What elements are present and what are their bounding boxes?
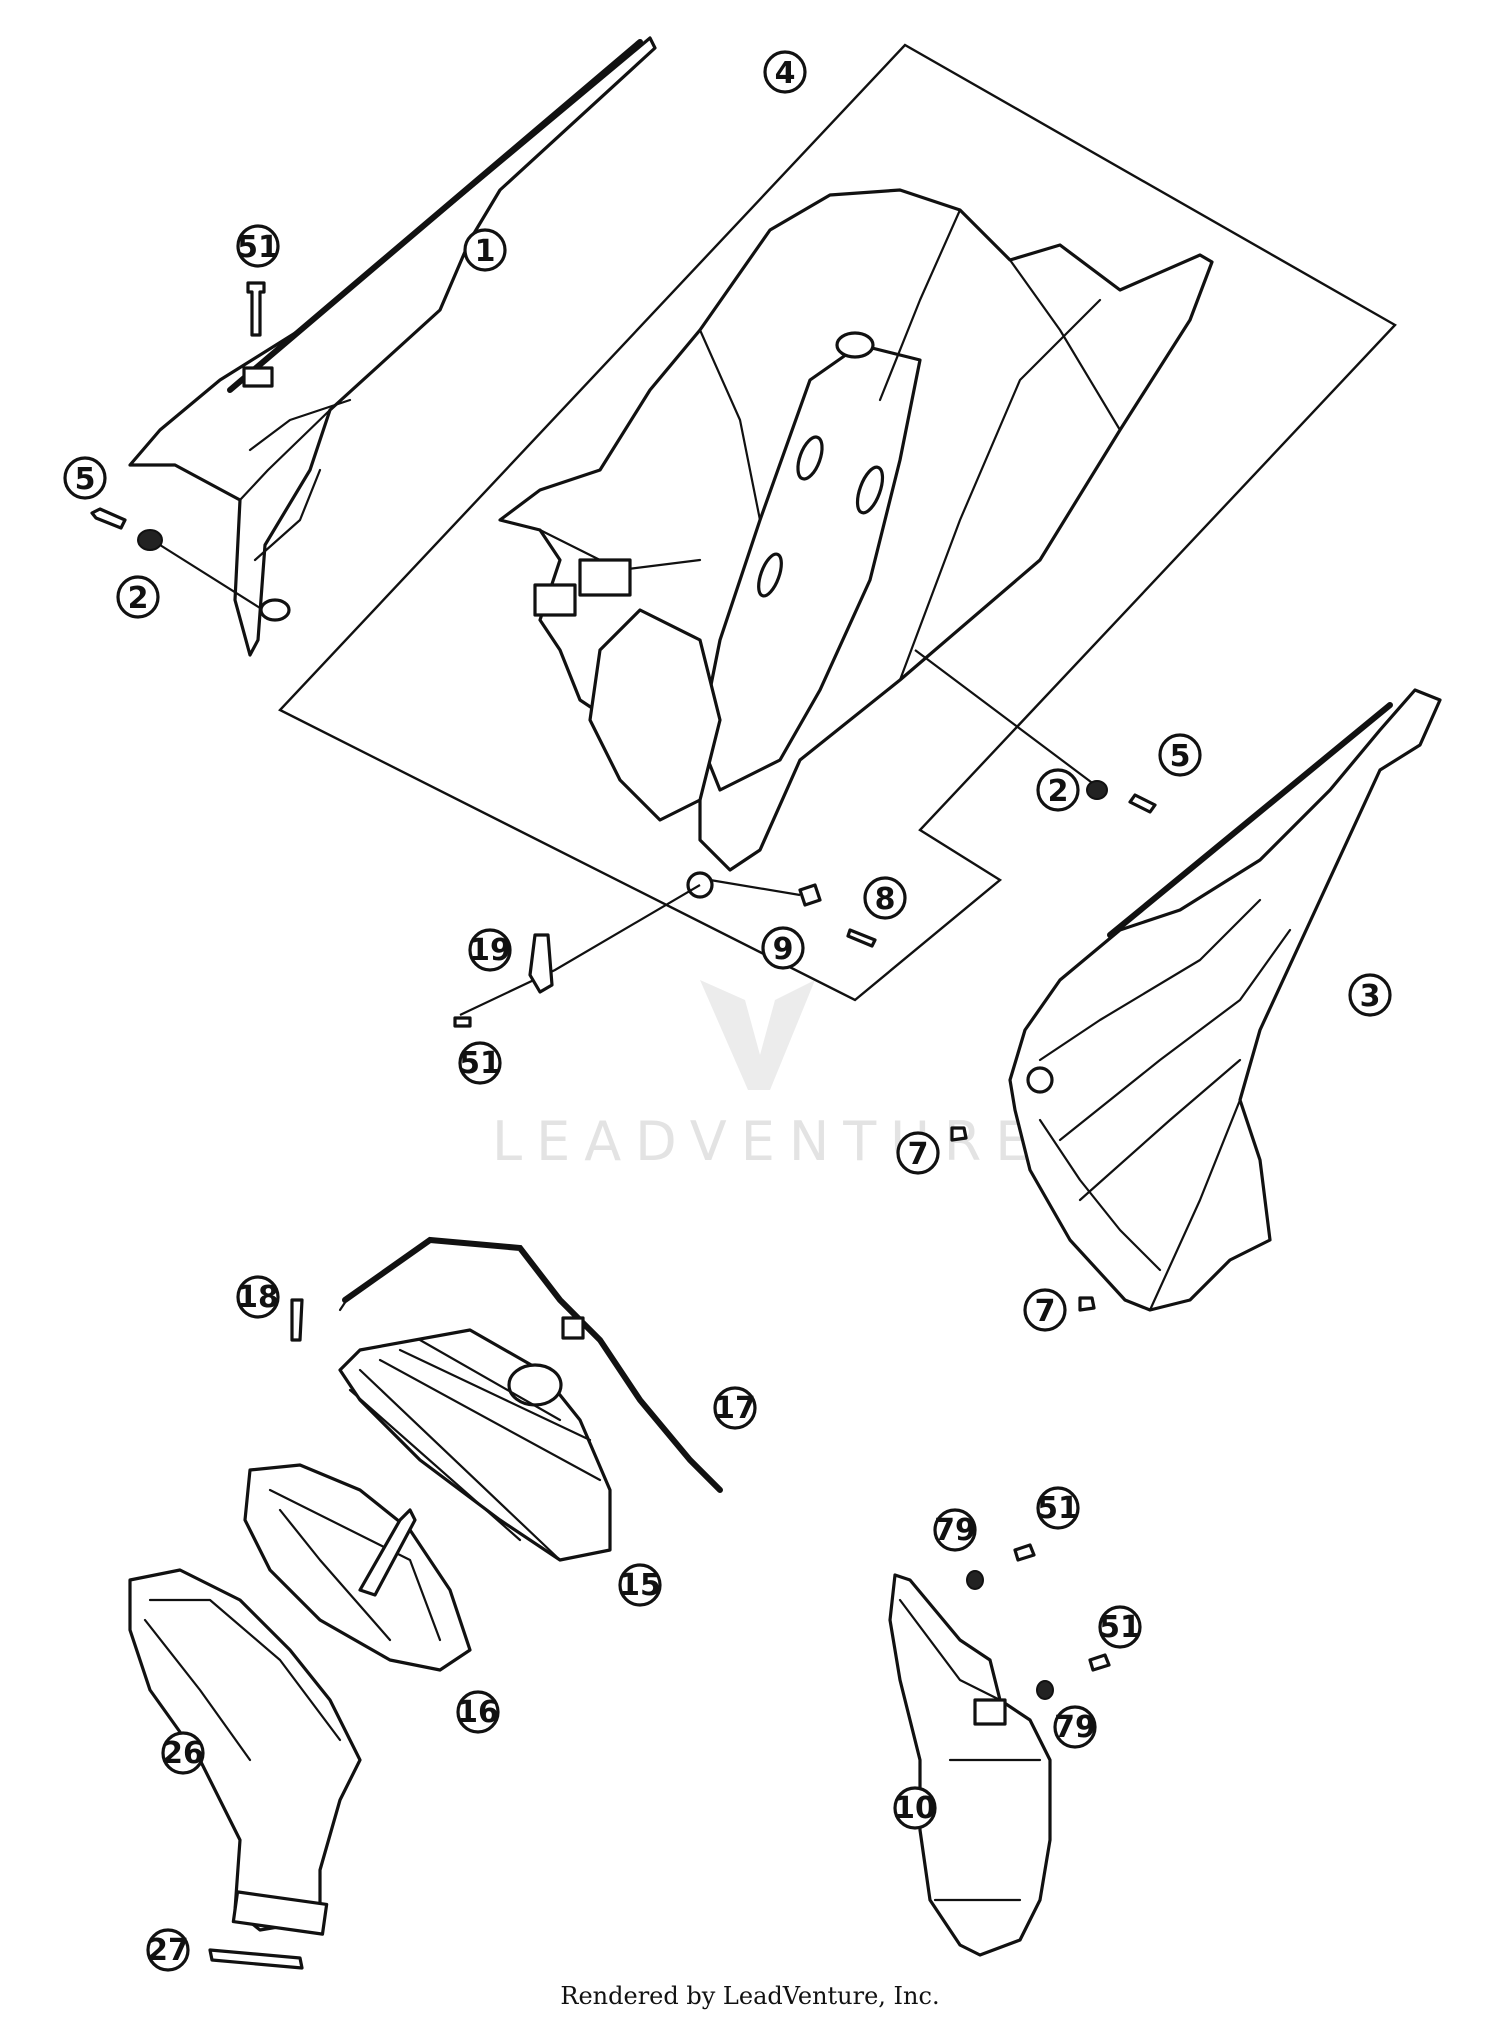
callout-51b-label: 51 [459,1046,501,1081]
callout-7b: 7 [1023,1288,1067,1332]
fastener-7a [950,1126,968,1142]
callout-79a-label: 79 [934,1513,976,1548]
part-1-left-side-cover [128,36,657,657]
footer-credit: Rendered by LeadVenture, Inc. [560,1982,940,2010]
callout-10-label: 10 [894,1791,936,1826]
part-27-hose-clamp [208,1948,304,1970]
callout-51b: 51 [458,1041,502,1085]
callout-9-label: 9 [773,932,794,967]
leader-8 [709,878,801,897]
screw-51-top [246,281,266,337]
clip-8 [798,883,822,907]
callout-51a-label: 51 [237,230,279,265]
callout-26-label: 26 [162,1736,204,1771]
callout-5a: 5 [63,456,107,500]
screw-51-mid-right [1088,1653,1111,1672]
watermark: LEADVENTURE [492,980,1043,1173]
callout-16-label: 16 [457,1695,499,1730]
callout-5a-label: 5 [75,462,96,497]
bracket-19 [528,933,554,994]
callout-3: 3 [1348,973,1392,1017]
grommet-2-right [1086,780,1108,800]
callout-51a: 51 [236,224,280,268]
part-4-airbox-assembly [498,188,1214,899]
callout-8: 8 [863,876,907,920]
callout-51d: 51 [1098,1605,1142,1649]
callout-2a-label: 2 [128,581,149,616]
screw-5-left [90,507,127,530]
callout-5b-label: 5 [1170,739,1191,774]
callout-19-label: 19 [469,933,511,968]
part-26-intake-boot [128,1568,362,1936]
fastener-7b [1078,1296,1096,1312]
callout-9: 9 [761,926,805,970]
callout-51c-label: 51 [1037,1491,1079,1526]
callout-79b: 79 [1053,1705,1097,1749]
callout-7b-label: 7 [1035,1294,1056,1329]
callout-51c: 51 [1036,1486,1080,1530]
part-3-right-side-cover [1008,688,1442,1312]
callout-51d-label: 51 [1099,1610,1141,1645]
screw-51-top-right [1013,1543,1036,1562]
callout-18-label: 18 [237,1280,279,1315]
callout-17-label: 17 [714,1391,756,1426]
part-15-air-filter [338,1328,612,1562]
callout-1-label: 1 [475,234,496,269]
callout-18: 18 [236,1275,280,1319]
callout-7a-label: 7 [908,1137,929,1172]
screw-9 [846,928,877,948]
leader-19 [459,884,701,1016]
callout-4-label: 4 [775,56,796,91]
callout-3-label: 3 [1360,979,1381,1014]
callout-79a: 79 [933,1508,977,1552]
callout-2b: 2 [1036,768,1080,812]
callout-79b-label: 79 [1054,1710,1096,1745]
callout-15-label: 15 [619,1568,661,1603]
callout-16: 16 [456,1690,500,1734]
callout-10: 10 [893,1786,937,1830]
part-17-clamp-strap [338,1236,723,1493]
watermark-text: LEADVENTURE [492,1110,1043,1173]
grommet-2-left [137,529,261,609]
callout-2a: 2 [116,575,160,619]
callout-27: 27 [146,1928,190,1972]
callout-17: 17 [713,1386,757,1430]
callout-15: 15 [618,1563,662,1607]
callout-4: 4 [763,50,807,94]
nut-79-bottom [1036,1680,1054,1700]
nut-79-top [966,1570,984,1590]
leader-2b [914,649,1096,786]
part-10-intake-snorkel [888,1573,1052,1957]
callout-7a: 7 [896,1131,940,1175]
callout-27-label: 27 [147,1933,189,1968]
screw-18 [290,1298,304,1342]
group-4-outline [278,43,1397,1002]
callout-8-label: 8 [875,882,896,917]
callout-2b-label: 2 [1048,774,1069,809]
callout-1: 1 [463,228,507,272]
callout-26: 26 [161,1731,205,1775]
part-16-filter-cage [243,1463,472,1672]
screw-5-right [1128,793,1157,814]
callout-5b: 5 [1158,733,1202,777]
screw-51-bottom [453,1016,472,1028]
callout-19: 19 [468,928,512,972]
